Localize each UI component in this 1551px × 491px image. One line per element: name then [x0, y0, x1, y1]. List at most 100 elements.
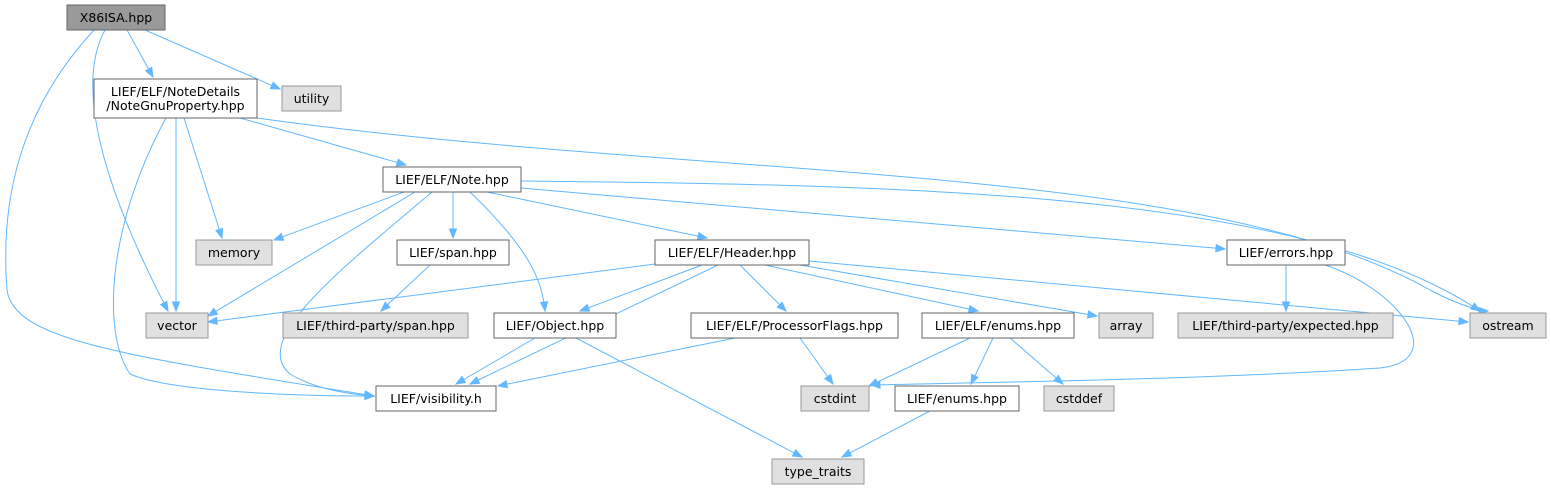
edges-layer — [5, 29, 1490, 458]
node-label: LIEF/visibility.h — [390, 391, 482, 406]
node-utility: utility — [281, 85, 342, 112]
node-label: LIEF/ELF/enums.hpp — [935, 318, 1061, 333]
node-label: /NoteGnuProperty.hpp — [106, 98, 244, 113]
node-ostream: ostream — [1469, 312, 1547, 339]
node-box — [382, 166, 522, 193]
edge-arrowhead — [1053, 374, 1065, 385]
node-label: type_traits — [785, 464, 852, 479]
edge-arrowhead — [269, 81, 282, 90]
node-box — [1177, 312, 1394, 339]
edge-line — [505, 337, 736, 385]
edge-line — [279, 191, 433, 397]
edge-arrowhead — [1281, 301, 1291, 313]
edge-header-to-object — [578, 264, 703, 312]
node-label: LIEF/Object.hpp — [506, 318, 604, 333]
node-box — [195, 239, 273, 266]
edge-arrowhead — [395, 158, 408, 167]
node-note[interactable]: LIEF/ELF/Note.hpp — [382, 166, 522, 193]
edge-line — [848, 410, 931, 454]
node-box — [1226, 239, 1346, 266]
edge-note-to-header — [486, 191, 709, 241]
edge-arrowhead — [206, 307, 219, 317]
node-label: X86ISA.hpp — [80, 10, 152, 25]
edge-enums-to-typetraits — [840, 410, 931, 458]
edge-arrowhead — [791, 448, 804, 458]
edge-arrowhead — [468, 376, 481, 385]
node-label: memory — [208, 245, 261, 260]
node-box — [1098, 312, 1154, 339]
node-procflags[interactable]: LIEF/ELF/ProcessorFlags.hpp — [690, 312, 899, 339]
edge-line — [462, 337, 536, 381]
node-enums[interactable]: LIEF/enums.hpp — [894, 385, 1020, 412]
node-typetraits: type_traits — [771, 458, 865, 485]
edge-line — [1009, 337, 1058, 380]
edge-arrowhead — [696, 231, 709, 241]
node-label: LIEF/errors.hpp — [1239, 245, 1334, 260]
edge-line — [974, 337, 994, 378]
edge-note-to-memory — [272, 191, 405, 241]
node-label: array — [1110, 318, 1143, 333]
edge-arrowhead — [379, 301, 391, 312]
node-box — [66, 4, 166, 31]
node-span[interactable]: LIEF/span.hpp — [396, 239, 510, 266]
node-label: LIEF/span.hpp — [409, 245, 497, 260]
edge-x86isa-to-notegnuproperty — [126, 29, 154, 79]
edge-notegnuproperty-to-vector — [171, 118, 181, 313]
edge-arrowhead — [578, 303, 591, 312]
node-object[interactable]: LIEF/Object.hpp — [493, 312, 617, 339]
edge-arrowhead — [454, 375, 467, 385]
edge-arrowhead — [206, 316, 218, 325]
node-x86isa[interactable]: X86ISA.hpp — [66, 4, 166, 31]
edge-arrowhead — [364, 391, 376, 400]
edge-x86isa-to-vector — [92, 29, 169, 313]
node-label: utility — [294, 91, 330, 106]
edge-line — [386, 264, 431, 306]
edge-line — [92, 29, 169, 312]
node-header[interactable]: LIEF/ELF/Header.hpp — [654, 239, 810, 266]
node-expected: LIEF/third-party/expected.hpp — [1177, 312, 1394, 339]
node-label: LIEF/third-party/span.hpp — [296, 318, 455, 333]
edge-line — [112, 117, 375, 397]
node-label: cstddef — [1056, 391, 1103, 406]
node-box — [921, 312, 1075, 339]
node-visibility[interactable]: LIEF/visibility.h — [375, 385, 497, 412]
node-array: array — [1098, 312, 1154, 339]
nodes-layer: X86ISA.hppLIEF/ELF/NoteDetails/NoteGnuPr… — [66, 4, 1547, 485]
edge-line — [126, 29, 150, 71]
edge-arrowhead — [824, 373, 834, 386]
edge-note-to-span — [448, 192, 458, 240]
edge-line — [215, 263, 656, 322]
node-box — [690, 312, 899, 339]
edge-arrowhead — [1086, 310, 1099, 319]
edge-line — [520, 187, 1218, 249]
node-box — [493, 312, 617, 339]
edge-elfenums-to-cstdint — [867, 337, 971, 387]
edge-arrowhead — [867, 378, 880, 387]
node-label: LIEF/ELF/Note.hpp — [395, 172, 509, 187]
node-notegnuproperty[interactable]: LIEF/ELF/NoteDetails/NoteGnuProperty.hpp — [93, 78, 258, 119]
edge-procflags-to-visibility — [496, 337, 736, 389]
edge-line — [587, 264, 703, 309]
edge-arrowhead — [970, 373, 979, 386]
edge-procflags-to-cstdint — [799, 337, 834, 386]
node-errors[interactable]: LIEF/errors.hpp — [1226, 239, 1346, 266]
edge-line — [281, 191, 405, 238]
edge-notegnuproperty-to-ostream — [256, 117, 1490, 316]
node-elfenums[interactable]: LIEF/ELF/enums.hpp — [921, 312, 1075, 339]
edge-header-to-elfenums — [764, 264, 980, 314]
edge-note-to-object — [469, 191, 549, 313]
edge-note-to-ostream — [520, 180, 1482, 312]
edge-header-to-procflags — [739, 264, 787, 312]
edge-line — [808, 260, 1461, 322]
node-box — [281, 85, 342, 112]
edge-arrowhead — [272, 232, 285, 241]
edge-arrowhead — [171, 301, 181, 313]
edge-line — [486, 191, 700, 237]
node-box — [93, 78, 258, 119]
edge-header-to-ostream — [808, 260, 1470, 326]
node-box — [375, 385, 497, 412]
edge-elfenums-to-cstddef — [1009, 337, 1065, 385]
edge-line — [214, 191, 416, 313]
edge-arrowhead — [496, 379, 509, 389]
